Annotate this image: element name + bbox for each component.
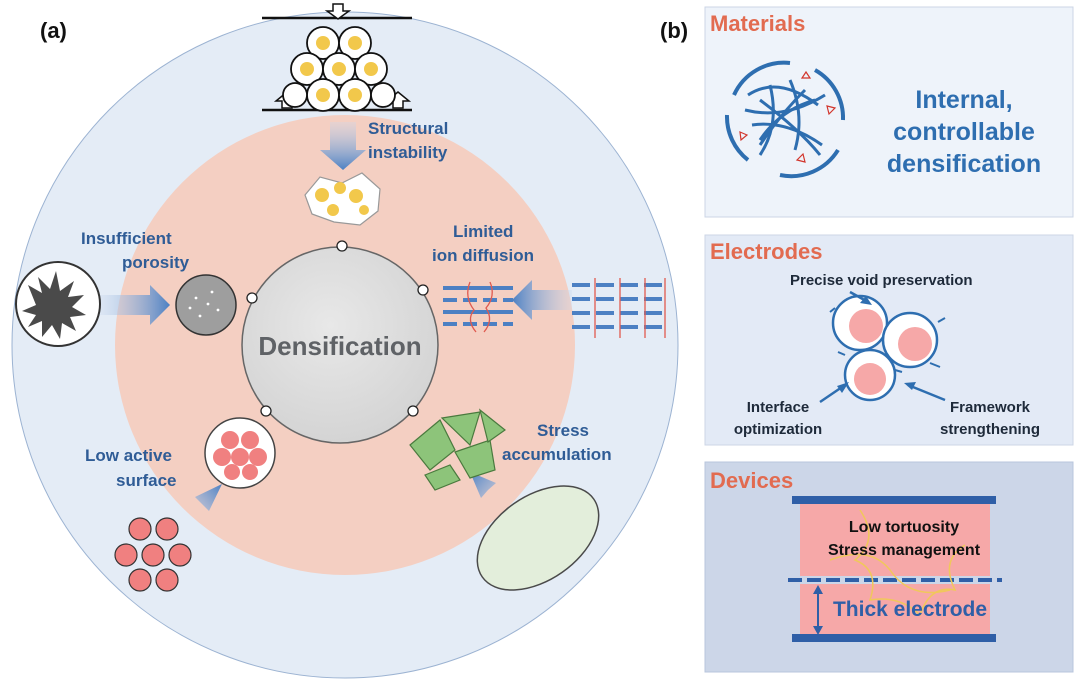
arrow-up-left [470,472,508,517]
arrow-right [100,285,170,325]
issue-label: Stress [537,421,589,440]
devices-title: Devices [710,468,793,493]
ion-arrows [594,278,666,338]
ion-path [829,553,951,594]
arrow-icon [800,70,812,79]
electrode-layer-top [800,504,990,576]
aggregate-particle-illustration [204,417,276,489]
devices-box: Devices Low tortuosity Stress management… [704,461,1074,673]
arrow-icon [826,105,837,116]
ion-paths [467,281,493,333]
core-nodes [246,240,429,417]
arrow-icon [795,152,806,163]
core-node [407,405,419,417]
core-node [336,240,348,252]
ion-path [853,509,966,617]
electrodes-title: Electrodes [710,239,823,264]
interface-label: optimization [734,421,822,438]
issue-label: Structural [368,119,448,138]
issue-label: ion diffusion [432,246,534,265]
thickness-arrow-head [813,626,823,635]
arrow-icon [739,131,749,142]
current-collector-bottom [792,634,996,642]
interface-label: Interface [747,399,810,416]
issue-label: Limited [453,222,513,241]
separate-particles-illustration [114,517,192,592]
arrow-up-right [183,484,222,530]
materials-text: Internal, [915,86,1012,114]
issue-label: instability [368,143,448,162]
materials-box: Materials Internal, controllable densifi… [704,6,1074,218]
fractured-particles-illustration [304,172,381,226]
press-arrow-icon [324,3,352,20]
framework-label: Framework [950,399,1031,416]
dense-particle [175,274,237,336]
thickness-arrow-head [813,585,823,594]
compressed-particles-illustration [262,3,412,112]
fiber-network-illustration [724,60,846,179]
porous-structure-illustration [15,261,101,347]
arrow-left [512,280,572,320]
ion-diffusion-illustration [443,286,513,326]
issue-label: surface [116,471,176,490]
electrodes-box: Electrodes Precise void preservation Int… [704,234,1074,446]
stress-particles-illustration [409,408,506,491]
electrode-layer-bottom [800,584,990,634]
current-collector-top [792,496,996,504]
materials-text: controllable [893,118,1035,146]
devices-line2: Stress management [828,542,981,559]
issue-label: accumulation [502,445,612,464]
materials-title: Materials [710,11,805,36]
arrow-down [320,122,366,170]
core-node [417,284,429,296]
panel-a: (a) Densification [11,3,679,679]
core-node [246,292,258,304]
void-label: Precise void preservation [790,272,973,289]
panel-b-tag: (b) [660,18,688,43]
core-node [260,405,272,417]
large-particle [476,485,600,591]
panel-b: (b) Materials Internal, controllable den… [660,6,1074,673]
issue-label: porosity [122,253,190,272]
electrode-particles-illustration [819,290,946,404]
devices-line1: Low tortuosity [849,519,959,536]
framework-label: strengthening [940,421,1040,438]
center-label: Densification [258,331,421,361]
panel-a-tag: (a) [40,18,67,43]
issue-label: Insufficient [81,229,172,248]
materials-text: densification [887,150,1041,178]
thick-electrode-label: Thick electrode [833,598,987,621]
issue-label: Low active [85,446,172,465]
pore-dots [188,290,220,318]
